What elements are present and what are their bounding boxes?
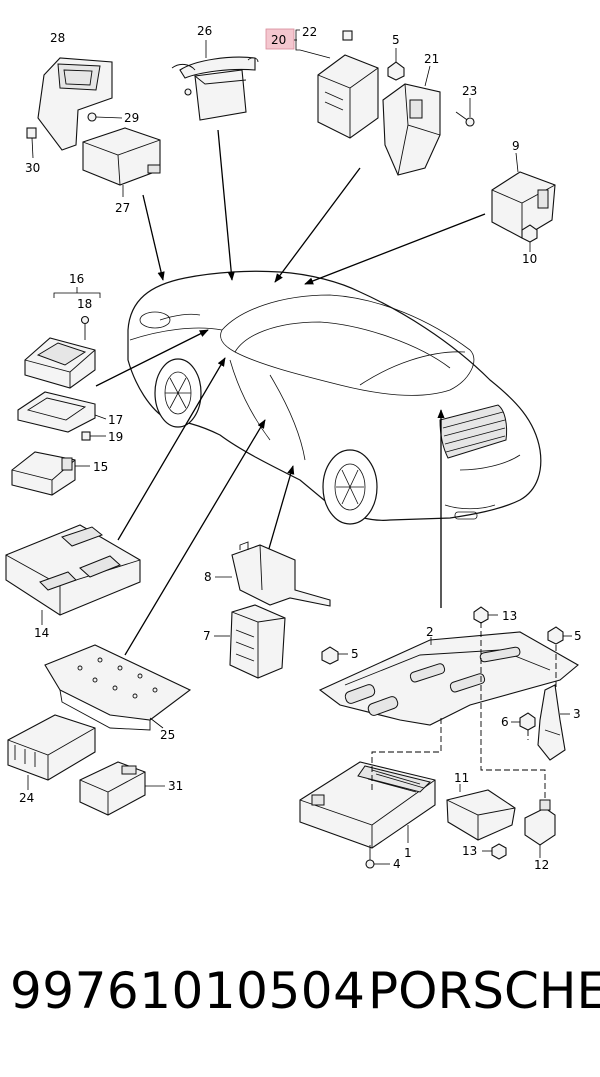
part-16-module xyxy=(24,337,96,389)
label-31: 31 xyxy=(168,779,183,793)
label-11: 11 xyxy=(454,771,469,785)
label-30: 30 xyxy=(25,161,40,175)
label-22: 22 xyxy=(302,25,317,39)
label-13-bottom: 13 xyxy=(462,844,477,858)
part-20-control-unit xyxy=(299,49,379,139)
part-27-module xyxy=(82,127,161,197)
label-14: 14 xyxy=(34,626,49,640)
part-10-nut xyxy=(521,224,538,252)
label-27: 27 xyxy=(115,201,130,215)
pointer-arrows xyxy=(95,129,486,656)
label-8: 8 xyxy=(204,570,212,584)
part-3-bracket xyxy=(537,684,570,761)
part-13-nut-bottom xyxy=(482,843,507,860)
part-29-screw xyxy=(87,112,123,122)
part-28-bracket xyxy=(37,57,113,151)
label-2: 2 xyxy=(426,625,434,639)
label-23: 23 xyxy=(462,84,477,98)
part-31-module xyxy=(79,761,165,816)
label-3: 3 xyxy=(573,707,581,721)
part-5-nut-right xyxy=(547,626,572,645)
part-12-bracket xyxy=(524,799,556,858)
part-17-gasket xyxy=(17,391,107,433)
label-5-left: 5 xyxy=(351,647,359,661)
part-21-bracket xyxy=(382,65,441,176)
part-1-control-unit xyxy=(299,761,436,849)
footer: 99761010504 PORSCHE xyxy=(0,950,600,1060)
car-illustration xyxy=(127,270,542,525)
label-1: 1 xyxy=(404,846,412,860)
label-28: 28 xyxy=(50,31,65,45)
part-5-nut-top xyxy=(387,48,405,81)
label-15: 15 xyxy=(93,460,108,474)
label-5-top: 5 xyxy=(392,33,400,47)
part-4-screw xyxy=(365,845,390,869)
part-23-bolt xyxy=(455,98,475,127)
part-26-module xyxy=(171,40,259,121)
label-13-top: 13 xyxy=(502,609,517,623)
label-6: 6 xyxy=(501,715,509,729)
part-18-screw xyxy=(80,315,90,340)
label-26: 26 xyxy=(197,24,212,38)
part-25-tray xyxy=(44,644,192,731)
parts-diagram: 1 2 3 4 5 5 5 6 7 8 9 10 11 12 13 13 14 … xyxy=(5,24,582,872)
part-number: 99761010504 xyxy=(10,962,366,1020)
label-19: 19 xyxy=(108,430,123,444)
part-20-highlight xyxy=(265,28,295,50)
part-8-bracket xyxy=(215,541,331,607)
part-9-relay-module xyxy=(491,152,556,239)
label-18: 18 xyxy=(77,297,92,311)
dashed-routing-lines xyxy=(371,622,557,800)
label-17: 17 xyxy=(108,413,123,427)
label-20: 20 xyxy=(271,33,286,47)
label-7: 7 xyxy=(203,629,211,643)
part-20-group xyxy=(265,28,300,51)
part-5-nut-left xyxy=(321,646,348,665)
part-7-ecu xyxy=(214,604,286,679)
label-10: 10 xyxy=(522,252,537,266)
part-11-module xyxy=(446,784,516,841)
brand-name: PORSCHE xyxy=(368,962,600,1020)
callout-labels: 1 2 3 4 5 5 5 6 7 8 9 10 11 12 13 13 14 … xyxy=(19,24,582,872)
label-4: 4 xyxy=(393,857,401,871)
part-14-control-unit xyxy=(5,524,141,625)
part-13-nut-top xyxy=(473,606,498,624)
label-9: 9 xyxy=(512,139,520,153)
label-24: 24 xyxy=(19,791,34,805)
part-24-module xyxy=(7,714,96,790)
part-19-clip xyxy=(81,431,106,441)
label-29: 29 xyxy=(124,111,139,125)
part-16-bracket-lines xyxy=(53,287,101,298)
part-15-module xyxy=(11,451,90,496)
label-16: 16 xyxy=(69,272,84,286)
part-6-nut xyxy=(511,712,536,731)
label-25: 25 xyxy=(160,728,175,742)
label-21: 21 xyxy=(424,52,439,66)
part-2-floor-panel xyxy=(318,631,579,726)
part-22-nut xyxy=(342,30,353,41)
part-30-clip xyxy=(26,127,37,159)
label-12: 12 xyxy=(534,858,549,872)
label-5-right: 5 xyxy=(574,629,582,643)
